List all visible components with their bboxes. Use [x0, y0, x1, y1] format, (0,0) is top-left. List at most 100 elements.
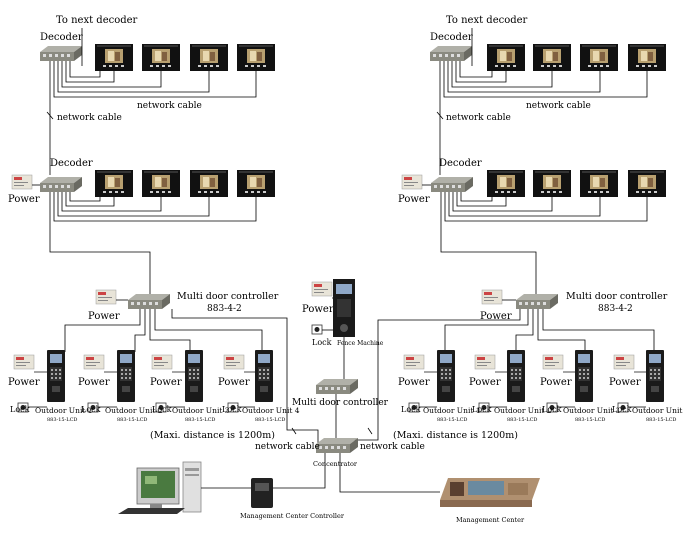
indoor-monitor: [580, 44, 618, 71]
network-cable-label: network cable: [526, 101, 591, 111]
outdoor-unit-label: Outdoor Unit 4: [632, 406, 683, 415]
multi-door-controller-label: Multi door controller: [292, 398, 389, 408]
lock-label: Lock: [10, 405, 30, 414]
power-label: Power: [302, 304, 334, 315]
lock-label: Lock: [222, 405, 242, 414]
power-supply: [151, 354, 173, 370]
power-label: Power: [609, 377, 641, 388]
bottom-group: Management Center Controller Management …: [118, 461, 540, 524]
outdoor-model-label: 883-15-LCD: [47, 417, 77, 423]
decoder-label: Decoder: [430, 32, 473, 43]
concentrator-device: [316, 438, 358, 453]
outdoor-unit: [646, 350, 664, 402]
concentrator-label: Concentrator: [313, 460, 358, 468]
indoor-monitor: [628, 44, 666, 71]
multi-door-model-label: 883-4-2: [207, 304, 242, 314]
outdoor-unit-label: Outdoor Unit 3: [172, 406, 230, 415]
indoor-monitor: [142, 170, 180, 197]
power-supply: [11, 174, 33, 190]
outdoor-model-label: 883-15-LCD: [185, 417, 215, 423]
power-label: Power: [150, 377, 182, 388]
power-label: Power: [78, 377, 110, 388]
fence-machine-device: [333, 279, 355, 337]
multi-door-model-label: 883-4-2: [598, 304, 633, 314]
outdoor-model-label: 883-15-LCD: [255, 417, 285, 423]
lock-device: [311, 324, 323, 335]
power-label: Power: [398, 377, 430, 388]
indoor-monitor: [190, 44, 228, 71]
to-next-decoder-label: To next decoder: [56, 15, 138, 26]
decoder-label: Decoder: [40, 32, 83, 43]
decoder-label: Decoder: [50, 158, 93, 169]
outdoor-model-label: 883-15-LCD: [646, 417, 676, 423]
indoor-monitor: [487, 44, 525, 71]
outdoor-unit: [117, 350, 135, 402]
indoor-monitor: [580, 170, 618, 197]
indoor-monitor: [237, 44, 275, 71]
outdoor-unit-label: Outdoor Unit 4: [242, 406, 300, 415]
indoor-monitor: [237, 170, 275, 197]
network-cable-label: network cable: [57, 113, 122, 123]
lock-label: Lock: [312, 338, 332, 347]
management-center-controller-label: Management Center Controller: [240, 512, 345, 520]
outdoor-unit-label: Outdoor Unit 2: [494, 406, 552, 415]
computer-device: [118, 461, 202, 514]
power-supply: [83, 354, 105, 370]
lock-label: Lock: [612, 405, 632, 414]
indoor-monitor: [95, 170, 133, 197]
power-supply: [95, 289, 117, 305]
outdoor-unit-label: Outdoor Unit 2: [105, 406, 163, 415]
outdoor-unit-label: Outdoor Unit 3: [563, 406, 621, 415]
lock-label: Lock: [152, 405, 172, 414]
to-next-decoder-label: To next decoder: [446, 15, 528, 26]
power-label: Power: [398, 194, 430, 205]
outdoor-unit: [255, 350, 273, 402]
decoder-label: Decoder: [439, 158, 482, 169]
power-supply: [311, 281, 333, 297]
outdoor-model-label: 883-15-LCD: [117, 417, 147, 423]
multi-door-controller-label: Multi door controller: [177, 291, 279, 302]
lock-label: Lock: [81, 405, 101, 414]
power-label: Power: [480, 311, 512, 322]
outdoor-model-label: 883-15-LCD: [507, 417, 537, 423]
right-decoder-group-1: To next decoder Decoder network cable ne…: [430, 15, 666, 175]
indoor-monitor: [95, 44, 133, 71]
power-label: Power: [88, 311, 120, 322]
outdoor-unit: [185, 350, 203, 402]
multi-door-controller-label: Multi door controller: [566, 291, 668, 302]
decoder-device: [40, 46, 82, 61]
power-label: Power: [469, 377, 501, 388]
indoor-monitor: [533, 170, 571, 197]
network-cable-label: network cable: [446, 113, 511, 123]
lock-label: Lock: [401, 405, 421, 414]
max-distance-label: (Maxi. distance is 1200m): [393, 430, 518, 441]
network-cable-label: network cable: [360, 442, 425, 452]
network-cable-label: network cable: [137, 101, 202, 111]
fence-machine-label: Fence Machine: [337, 340, 384, 347]
multi-door-controller-device: [128, 294, 170, 309]
outdoor-model-label: 883-15-LCD: [437, 417, 467, 423]
indoor-monitor: [487, 170, 525, 197]
power-supply: [13, 354, 35, 370]
outdoor-model-label: 883-15-LCD: [575, 417, 605, 423]
outdoor-unit: [437, 350, 455, 402]
power-supply: [613, 354, 635, 370]
outdoor-unit-label: Outdoor Unit 1: [423, 406, 481, 415]
center-group: Power Lock Fence Machine Multi door cont…: [150, 279, 518, 493]
network-cable-label: network cable: [255, 442, 320, 452]
management-center-device: [440, 478, 540, 507]
lock-label: Lock: [542, 405, 562, 414]
power-supply: [474, 354, 496, 370]
left-decoder-group-2: Decoder Power: [8, 158, 275, 295]
outdoor-unit: [47, 350, 65, 402]
indoor-monitor: [142, 44, 180, 71]
decoder-device: [431, 177, 473, 192]
max-distance-label: (Maxi. distance is 1200m): [150, 430, 275, 441]
indoor-monitor: [190, 170, 228, 197]
indoor-monitor: [533, 44, 571, 71]
lock-label: Lock: [472, 405, 492, 414]
management-center-label: Management Center: [456, 516, 525, 524]
power-supply: [401, 174, 423, 190]
management-center-controller-device: [251, 478, 273, 508]
